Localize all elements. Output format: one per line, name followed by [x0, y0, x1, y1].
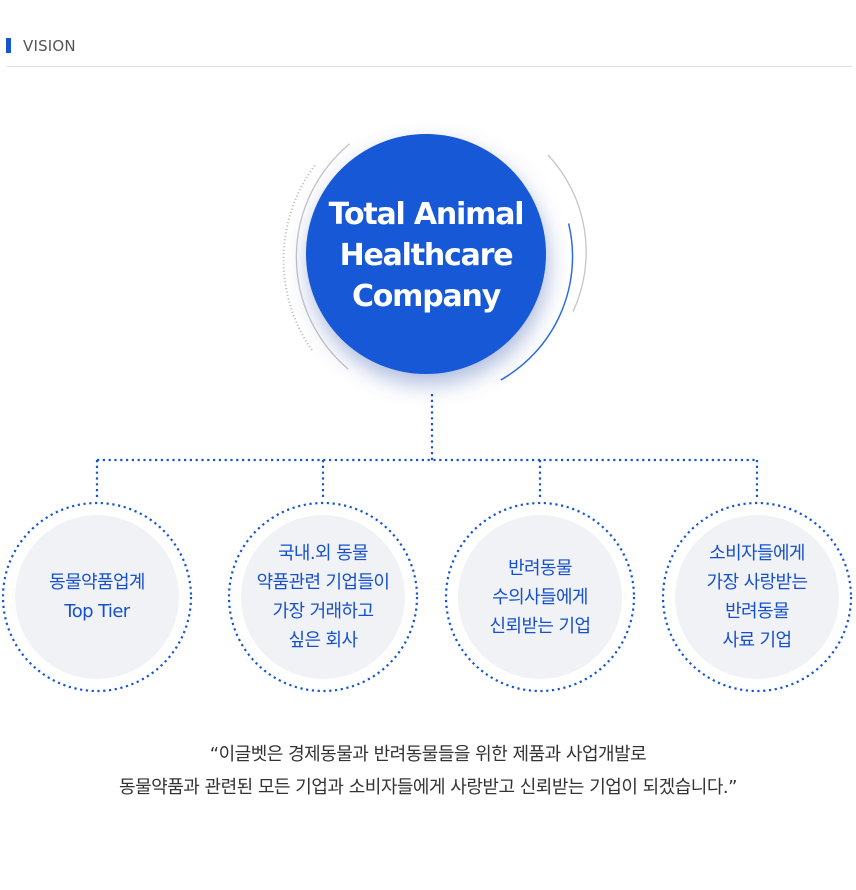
decor-arc-gray-left: [295, 143, 351, 370]
goal-line: 수의사들에게: [492, 586, 588, 608]
main-vision-text: Total Animal Healthcare Company: [328, 192, 525, 317]
section-marker: [6, 38, 11, 53]
decor-arc-blue: [500, 223, 574, 381]
goal-line: 사료 기업: [722, 630, 793, 651]
goal-circle-3: 반려동물 수의사들에게 신뢰받는 기업: [458, 515, 622, 679]
goal-text-4: 소비자들에게 가장 사랑받는 반려동물 사료 기업: [707, 539, 808, 655]
goal-line: 가장 거래하고: [272, 601, 374, 622]
goal-line: 동물약품업계: [49, 572, 145, 593]
section-title: VISION: [23, 37, 76, 55]
goal-line: 가장 사랑받는: [706, 572, 808, 593]
goal-line: 신뢰받는 기업: [489, 615, 591, 637]
goal-line: Top Tier: [64, 601, 130, 622]
vision-statement: “이글벳은 경제동물과 반려동물들을 위한 제품과 사업개발로 동물약품과 관련…: [0, 738, 856, 804]
goal-text-3: 반려동물 수의사들에게 신뢰받는 기업: [490, 554, 591, 641]
goal-line: 반려동물: [508, 557, 572, 579]
goal-text-1: 동물약품업계 Top Tier: [49, 568, 145, 626]
connector-lines: [95, 394, 759, 500]
main-vision-circle: Total Animal Healthcare Company: [306, 134, 546, 374]
child-ring-4: [661, 501, 853, 693]
goal-circle-2: 국내.외 동물 약품관련 기업들이 가장 거래하고 싶은 회사: [241, 515, 405, 679]
goal-circle-4: 소비자들에게 가장 사랑받는 반려동물 사료 기업: [675, 515, 839, 679]
main-vision-line: Company: [351, 278, 501, 314]
goal-text-2: 국내.외 동물 약품관련 기업들이 가장 거래하고 싶은 회사: [257, 539, 390, 655]
child-ring-3: [444, 501, 636, 693]
decor-arc-gray-right: [547, 154, 587, 312]
vision-statement-line: “이글벳은 경제동물과 반려동물들을 위한 제품과 사업개발로: [209, 744, 647, 765]
goal-line: 싶은 회사: [288, 630, 359, 651]
child-ring-1: [1, 501, 193, 693]
goal-line: 국내.외 동물: [277, 543, 369, 564]
child-rings: [1, 501, 853, 693]
goal-circle-1: 동물약품업계 Top Tier: [15, 515, 179, 679]
section-header: VISION: [6, 36, 852, 67]
vision-statement-line: 동물약품과 관련된 모든 기업과 소비자들에게 사랑받고 신뢰받는 기업이 되겠…: [119, 777, 737, 798]
child-ring-2: [227, 501, 419, 693]
goal-line: 반려동물: [725, 601, 789, 622]
main-vision-line: Total Animal: [328, 196, 525, 232]
goal-line: 약품관련 기업들이: [256, 572, 390, 593]
goal-line: 소비자들에게: [709, 543, 805, 564]
main-vision-line: Healthcare: [339, 237, 514, 273]
